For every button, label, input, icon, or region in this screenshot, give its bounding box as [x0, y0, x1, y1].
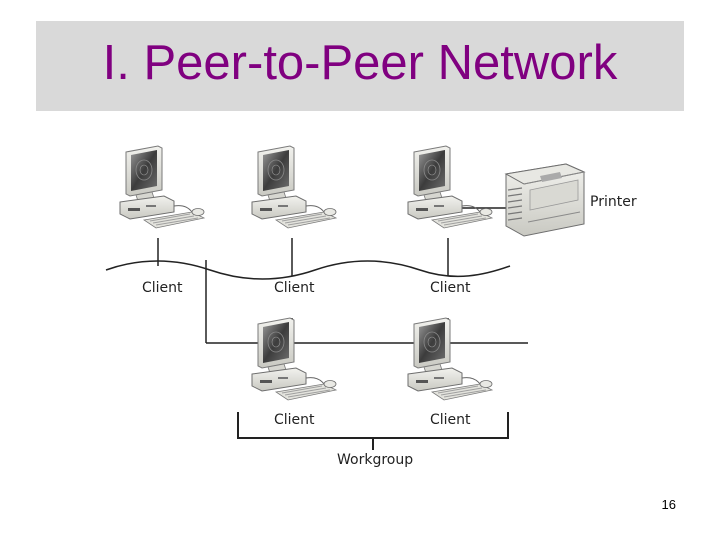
- title-bar: I. Peer-to-Peer Network: [36, 21, 684, 111]
- client-label: Client: [274, 412, 315, 428]
- client-computer-icon: [251, 145, 337, 229]
- client-label: Client: [430, 412, 471, 428]
- printer-label: Printer: [590, 194, 637, 210]
- client-computer-icon: [119, 145, 205, 229]
- printer-icon: [504, 163, 586, 237]
- client-computer-icon: [407, 145, 493, 229]
- client-label: Client: [430, 280, 471, 296]
- page-number: 16: [661, 497, 676, 512]
- workgroup-label: Workgroup: [337, 452, 414, 468]
- client-label: Client: [142, 280, 183, 296]
- network-bus-upper: [105, 260, 511, 280]
- client-label: Client: [274, 280, 315, 296]
- slide-title: I. Peer-to-Peer Network: [102, 36, 618, 90]
- client-computer-icon: [407, 317, 493, 401]
- client-computer-icon: [251, 317, 337, 401]
